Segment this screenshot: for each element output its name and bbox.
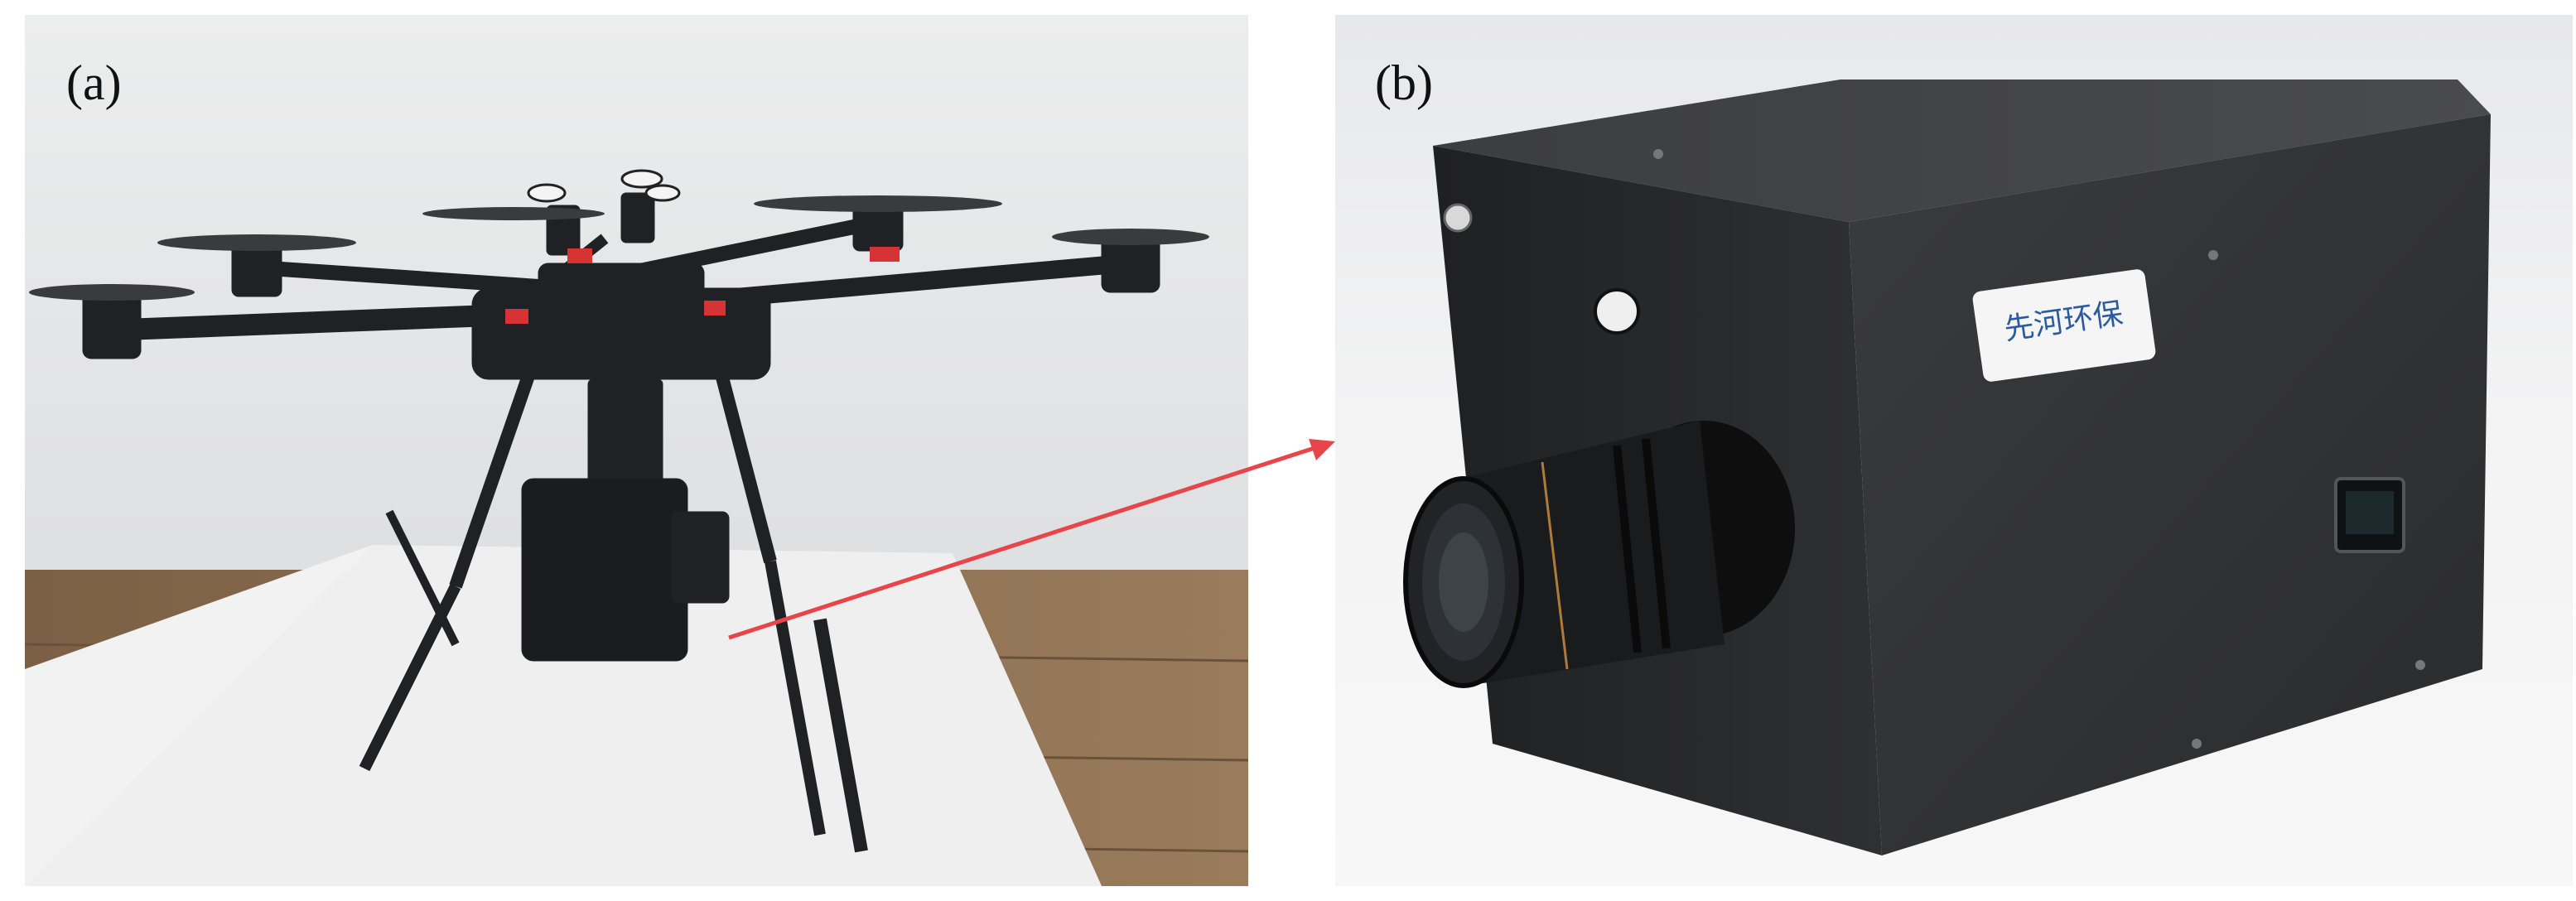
camera-lens — [1403, 421, 1795, 688]
status-light — [1443, 203, 1473, 233]
panel-label-b: (b) — [1375, 55, 1433, 110]
panel-b-sensor-photo: 先河环保 (b) — [1335, 15, 2573, 886]
window-hole — [1594, 288, 1640, 335]
arrow-head — [1309, 439, 1335, 460]
drone-photo — [25, 15, 1248, 886]
panel-a-drone-photo: (a) — [25, 15, 1248, 886]
device-top — [1433, 80, 2491, 222]
sensor-device-photo: 先河环保 — [1335, 15, 2573, 886]
drone — [29, 169, 1209, 853]
panel-label-a: (a) — [66, 55, 122, 110]
brand-sticker: 先河环保 — [1972, 269, 2156, 382]
